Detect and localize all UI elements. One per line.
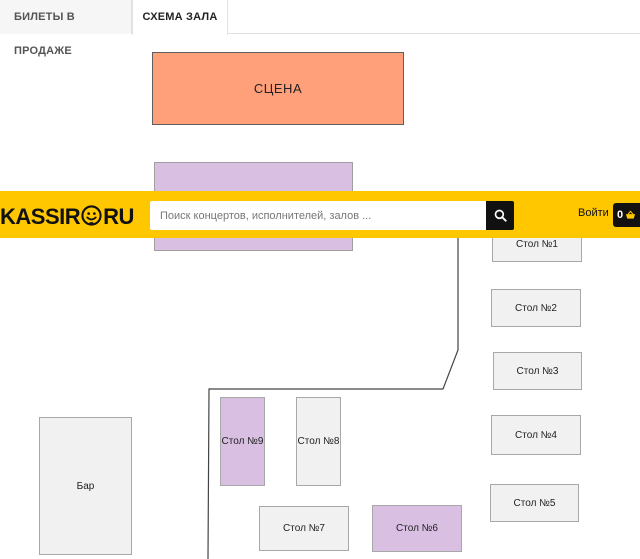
login-link[interactable]: Войти (578, 207, 609, 219)
table-label: Стол №4 (515, 429, 557, 441)
table-4[interactable]: Стол №4 (491, 415, 581, 455)
stage: СЦЕНА (152, 52, 404, 125)
table-label: Стол №1 (516, 239, 558, 250)
search-button[interactable] (486, 201, 514, 230)
table-label: Стол №2 (515, 302, 557, 314)
zone-boundary-line (207, 209, 459, 559)
zone-boundary-lines (207, 209, 459, 559)
kassir-logo[interactable]: KASSIR RU (0, 191, 134, 238)
table-label: Стол №3 (516, 365, 559, 377)
bar-area: Бар (39, 417, 132, 555)
table-3[interactable]: Стол №3 (493, 352, 582, 390)
site-header: KASSIR RU Войти 0 (0, 191, 640, 238)
table-label: Стол №7 (283, 523, 325, 534)
smiley-face-icon (81, 205, 102, 226)
table-2[interactable]: Стол №2 (491, 289, 581, 327)
table-8[interactable]: Стол №8 (296, 397, 341, 486)
table-7[interactable]: Стол №7 (259, 506, 349, 551)
table-5[interactable]: Стол №5 (490, 484, 579, 522)
stage-label: СЦЕНА (253, 81, 303, 96)
tab-hall-scheme[interactable]: СХЕМА ЗАЛА (132, 0, 228, 35)
search-input[interactable] (150, 201, 486, 230)
table-label: Стол №9 (221, 436, 264, 447)
table-6[interactable]: Стол №6 (372, 505, 462, 552)
tab-tickets-on-sale[interactable]: БИЛЕТЫ В ПРОДАЖЕ (0, 0, 132, 57)
logo-text-left: KASSIR (0, 203, 81, 229)
tab-bar: БИЛЕТЫ В ПРОДАЖЕ СХЕМА ЗАЛА (0, 0, 640, 57)
table-label: Стол №6 (396, 523, 438, 534)
bar-label: Бар (76, 480, 95, 492)
basket-icon (626, 210, 636, 219)
search-icon (494, 209, 507, 222)
logo-text-right: RU (103, 203, 134, 229)
hall-scheme: СЦЕНА Бар Стол №1 Стол №2 Стол №3 Стол №… (0, 34, 640, 559)
cart-button[interactable]: 0 (613, 203, 640, 227)
cart-count: 0 (617, 209, 624, 221)
table-label: Стол №5 (513, 497, 556, 509)
table-label: Стол №8 (297, 436, 340, 447)
table-9[interactable]: Стол №9 (220, 397, 265, 486)
